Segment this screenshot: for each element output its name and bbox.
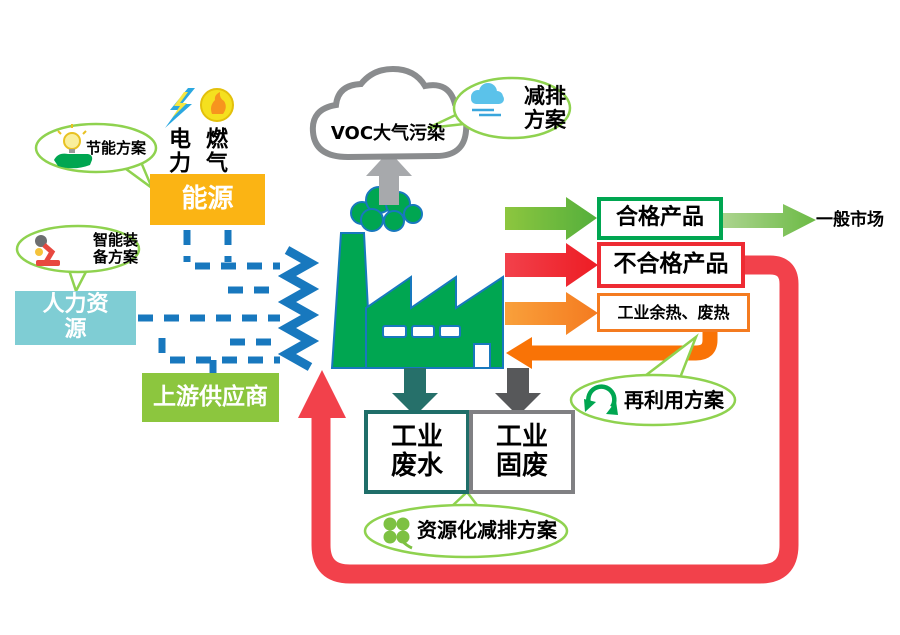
robot-arm-icon xyxy=(35,235,60,266)
upstream-supplier-box: 上游供应商 xyxy=(142,373,279,422)
human-resources-box: 人力资 源 xyxy=(15,291,136,345)
gas-label: 燃气 xyxy=(202,127,227,175)
input-flow-dashed-arrows xyxy=(138,230,280,374)
industrial-solid-waste-box: 工业 固废 xyxy=(469,410,575,494)
factory-smoke-icon xyxy=(350,186,423,232)
emission-reduction-plan-bubble-label: 减排 方案 xyxy=(524,84,566,132)
electricity-label: 电力 xyxy=(165,127,190,175)
unqualified-products-box: 不合格产品 xyxy=(597,242,745,288)
solid-waste-down-arrow xyxy=(495,368,541,416)
factory-icon xyxy=(330,232,504,369)
reuse-plan-bubble-label: 再利用方案 xyxy=(624,388,724,412)
red-recycle-loop-arrow xyxy=(298,255,799,584)
input-flow-zigzag-arrowhead xyxy=(277,246,320,371)
general-market-label: 一般市场 xyxy=(816,210,884,230)
orange-waste-heat-return-arrow xyxy=(506,331,718,369)
unqualified-flow-arrow xyxy=(505,243,598,287)
energy-saving-plan-bubble-label: 节能方案 xyxy=(86,139,147,157)
emission-up-arrow xyxy=(366,151,412,205)
bulb-hand-icon xyxy=(54,124,93,169)
qualified-products-box: 合格产品 xyxy=(597,197,723,240)
market-arrow xyxy=(722,204,816,237)
resource-reduction-plan-bubble-label: 资源化减排方案 xyxy=(417,518,557,542)
lightning-icon xyxy=(165,88,195,128)
industrial-waste-heat-box: 工业余热、废热 xyxy=(597,293,750,332)
cloud-wind-icon xyxy=(471,83,504,117)
voc-cloud-label: VOC大气污染 xyxy=(330,123,446,144)
clover-icon xyxy=(383,517,413,550)
recycle-icon xyxy=(584,384,618,415)
industrial-wastewater-box: 工业 废水 xyxy=(364,410,470,494)
wastewater-down-arrow xyxy=(392,368,438,416)
energy-box: 能源 xyxy=(150,174,265,225)
qualified-flow-arrow xyxy=(505,197,597,240)
flame-icon xyxy=(200,88,234,122)
waste-heat-flow-arrow xyxy=(505,292,598,335)
smart-equipment-plan-bubble-label: 智能装 备方案 xyxy=(93,231,139,266)
